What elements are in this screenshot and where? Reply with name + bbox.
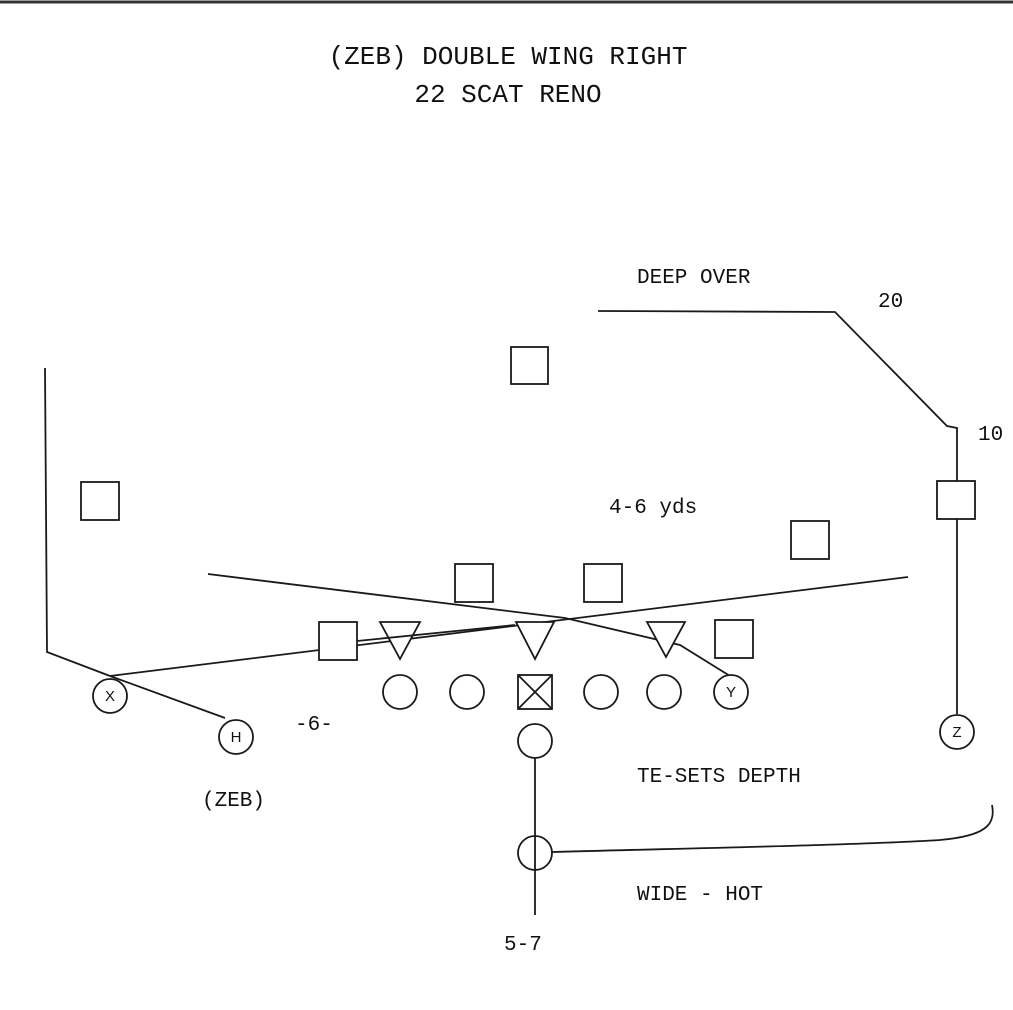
offensive-line [382, 674, 682, 710]
player-z: Z [939, 714, 975, 750]
defender-square [510, 346, 549, 385]
defender-triangle [514, 621, 556, 661]
depth-20-label: 20 [878, 291, 903, 314]
zeb-label: (ZEB) [202, 790, 265, 813]
defender-triangle [378, 621, 422, 661]
z-deep-over-route [597, 310, 958, 714]
play-title-line1: (ZEB) DOUBLE WING RIGHT [329, 42, 688, 72]
defensive-linemen [378, 621, 687, 661]
player-h: H [218, 719, 254, 755]
y-crossing-route [207, 573, 731, 677]
player-x: X [92, 678, 128, 714]
deep-over-label: DEEP OVER [637, 267, 751, 290]
player-y-label: Y [726, 684, 736, 701]
h-route [109, 675, 226, 719]
defender-triangle [645, 621, 687, 659]
defender-square [936, 480, 976, 520]
x-route [44, 367, 111, 677]
lineman-circle [449, 674, 485, 710]
split-6-label: -6- [295, 714, 333, 737]
wide-hot-route [551, 804, 994, 853]
routes [44, 310, 994, 915]
te-sets-depth-label: TE-SETS DEPTH [637, 766, 801, 789]
player-x-label: X [105, 688, 115, 705]
lineman-circle [583, 674, 619, 710]
lineman-circle [646, 674, 682, 710]
play-title-line2: 22 SCAT RENO [414, 80, 601, 110]
depth-10-label: 10 [978, 424, 1003, 447]
depth-4-6-label: 4-6 yds [609, 497, 697, 520]
quarterback [517, 723, 553, 759]
defender-square [583, 563, 623, 603]
player-h-label: H [231, 729, 242, 746]
depth-5-7-label: 5-7 [504, 934, 542, 957]
lineman-circle [382, 674, 418, 710]
wide-hot-label: WIDE - HOT [637, 884, 763, 907]
defender-square [80, 481, 120, 521]
defenders [80, 346, 976, 661]
running-back [517, 835, 553, 871]
defender-square [714, 619, 754, 659]
defender-square [318, 621, 358, 661]
defender-square [790, 520, 830, 560]
defender-square [454, 563, 494, 603]
player-z-label: Z [952, 724, 961, 741]
player-y: Y [713, 674, 749, 710]
